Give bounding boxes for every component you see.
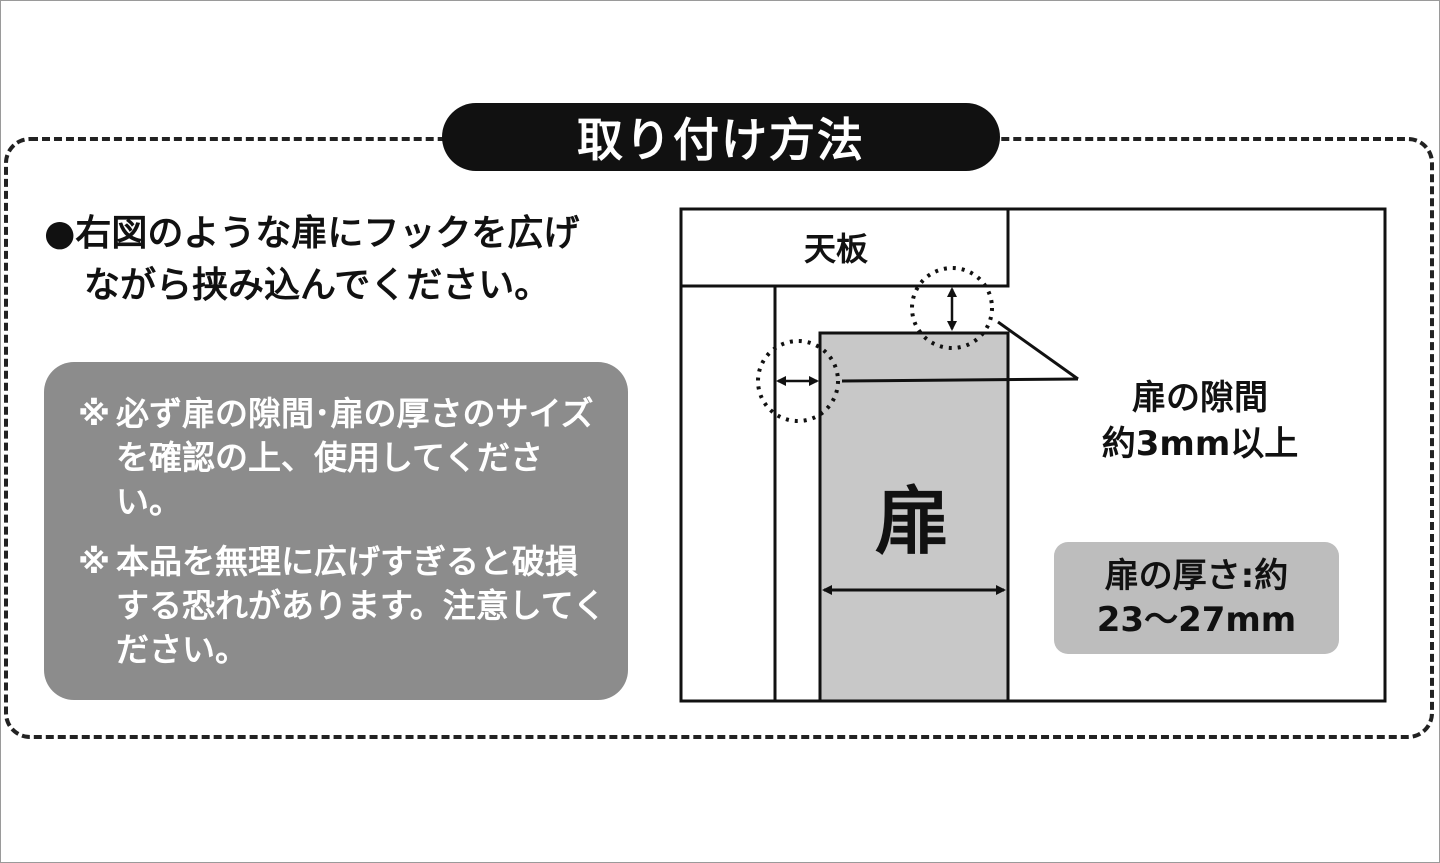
- bullet-icon: ●: [44, 213, 76, 254]
- caution-note-2: ※ 本品を無理に広げすぎると破損する恐れがあります。注意してください。: [78, 540, 608, 672]
- reference-mark-icon: ※: [78, 394, 111, 433]
- caution-note-text: 必ず扉の隙間･扉の厚さのサイズを確認の上、使用してください。: [116, 394, 594, 521]
- instruction-line-1: ●右図のような扉にフックを広げ: [44, 208, 644, 260]
- door-panel: [818, 331, 1010, 703]
- gap-leader-line-side: [841, 377, 1079, 383]
- caution-note-1: ※ 必ず扉の隙間･扉の厚さのサイズを確認の上、使用してください。: [78, 392, 608, 524]
- title-text: 取り付け方法: [577, 113, 865, 167]
- top-board-label: 天板: [804, 230, 868, 268]
- thickness-callout: 扉の厚さ:約 23〜27mm: [1054, 542, 1339, 654]
- reference-mark-icon: ※: [78, 542, 111, 581]
- caution-notes: ※ 必ず扉の隙間･扉の厚さのサイズを確認の上、使用してください。 ※ 本品を無理…: [44, 362, 628, 700]
- door-label: 扉: [875, 479, 949, 565]
- thickness-callout-line-2: 23〜27mm: [1096, 600, 1297, 640]
- top-board: [679, 207, 1010, 288]
- thickness-callout-line-1: 扉の厚さ:約: [1104, 556, 1289, 596]
- side-gap-highlight-circle: [756, 339, 840, 423]
- gap-callout-line-2: 約3mm以上: [1101, 424, 1299, 464]
- gap-callout: 扉の隙間 約3mm以上: [1060, 375, 1340, 467]
- title-banner: 取り付け方法: [442, 103, 1000, 171]
- gap-callout-line-1: 扉の隙間: [1132, 378, 1268, 418]
- top-gap-highlight-circle: [910, 266, 994, 350]
- instruction-line-2: ながら挟み込んでください。: [84, 265, 551, 306]
- main-instruction: ●右図のような扉にフックを広げ ながら挟み込んでください。: [44, 208, 644, 312]
- instruction-line-1-text: 右図のような扉にフックを広げ: [75, 213, 580, 254]
- gap-leader-line-top: [997, 320, 1079, 381]
- caution-note-text: 本品を無理に広げすぎると破損する恐れがあります。注意してください。: [116, 542, 606, 669]
